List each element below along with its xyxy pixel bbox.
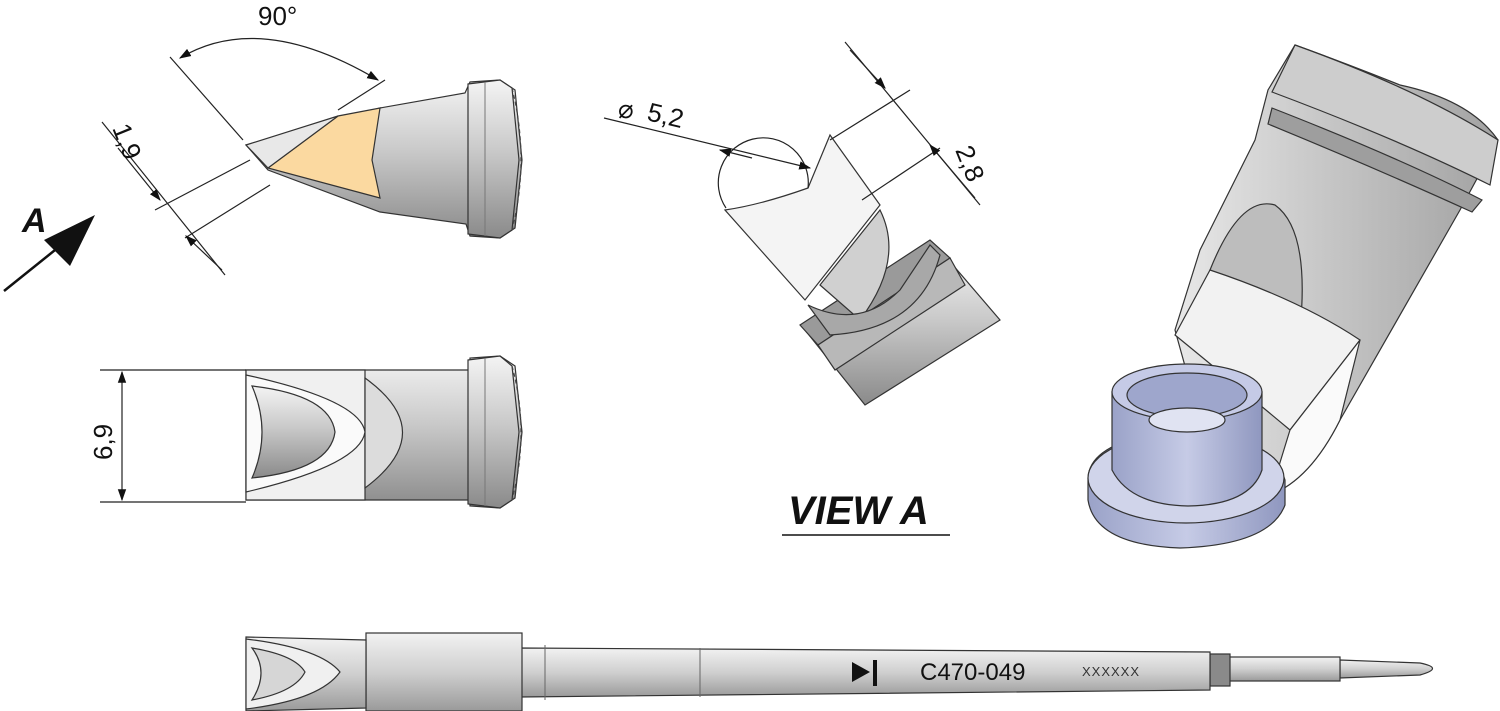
view-direction-arrow [44, 215, 95, 266]
tip-full-length-view: C470-049 XXXXXX [245, 632, 1434, 711]
angle-label: 90° [258, 1, 297, 31]
view-a: ⌀ 5,2 2,8 VIEW A [603, 41, 1001, 536]
tip-3d-view [1087, 44, 1499, 549]
depth-dimension-label: 2,8 [949, 141, 990, 186]
diameter-dimension-label: 5,2 [645, 97, 687, 134]
view-a-title: VIEW A [788, 489, 929, 533]
tip-top-view: 6,9 [88, 355, 523, 509]
diameter-symbol: ⌀ [618, 94, 634, 124]
batch-code: XXXXXX [1082, 664, 1140, 679]
tip-marking-icon [852, 662, 870, 682]
view-letter: A [21, 202, 47, 240]
tip-dimension-label: 1,9 [106, 119, 147, 164]
part-number: C470-049 [920, 659, 1025, 686]
width-dimension-label: 6,9 [88, 424, 118, 460]
tip-side-view: 90° 1,9 A [3, 1, 523, 292]
